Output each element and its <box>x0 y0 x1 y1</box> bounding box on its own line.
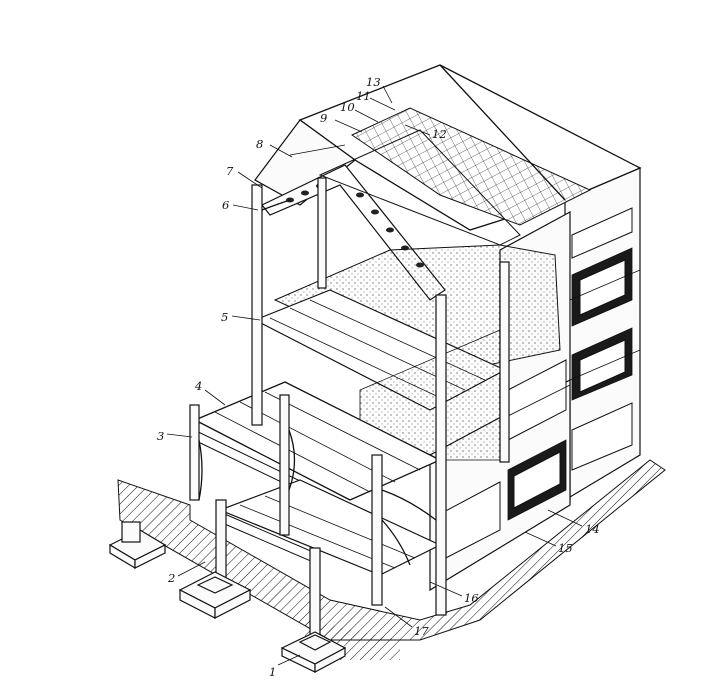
callout-13: 13 <box>366 75 381 89</box>
callout-11: 11 <box>356 89 371 103</box>
foundation-footings <box>108 521 347 673</box>
callout-2: 2 <box>167 571 175 585</box>
footing-c <box>280 631 347 673</box>
footing-a <box>108 521 167 570</box>
callout-3: 3 <box>157 429 164 443</box>
window-band-upper <box>571 207 633 471</box>
callout-4: 4 <box>194 379 202 393</box>
window-band-lower <box>437 359 567 563</box>
callout-5: 5 <box>221 310 228 324</box>
callout-leaders <box>166 85 583 666</box>
frame-columns <box>189 177 510 644</box>
footing-b <box>178 571 252 619</box>
callout-1: 1 <box>269 665 276 679</box>
callout-8: 8 <box>256 137 263 151</box>
callout-7: 7 <box>226 164 234 178</box>
callout-10: 10 <box>340 100 355 114</box>
callout-labels: 1 2 3 4 5 6 7 8 9 10 11 12 13 14 15 16 1… <box>157 75 600 679</box>
roof <box>254 64 642 231</box>
callout-16: 16 <box>464 591 479 605</box>
callout-15: 15 <box>558 541 573 555</box>
callout-9: 9 <box>320 111 327 125</box>
callout-17: 17 <box>414 624 429 638</box>
callout-14: 14 <box>585 522 600 536</box>
callout-6: 6 <box>222 198 229 212</box>
callout-12: 12 <box>432 127 447 141</box>
